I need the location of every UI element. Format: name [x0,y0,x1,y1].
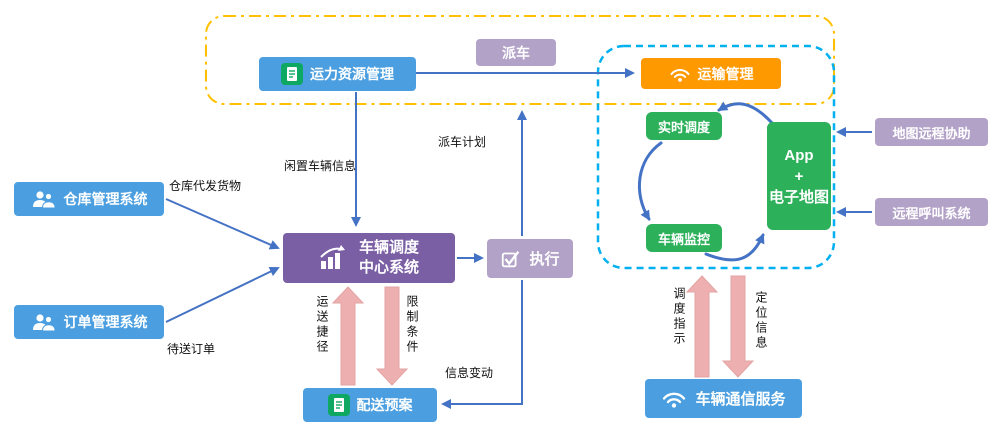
delivery-plan-label: 配送预案 [356,397,413,413]
dispatch-center-label: 车辆调度中心系统 [358,238,419,276]
arrow-info-change [441,280,523,409]
remote-call-system-label: 远程呼叫系统 [892,205,971,221]
node-remote-call-system: 远程呼叫系统 [875,198,988,226]
pink-arrow-dispatch-instruction-up [685,275,719,378]
node-map-remote-assist: 地图远程协助 [875,118,988,146]
node-dispatch-center: 车辆调度中心系统 [283,233,455,283]
transport-mgmt-label: 运输管理 [697,65,754,82]
map-remote-assist-label: 地图远程协助 [892,125,971,141]
arrow-order-to-center [165,266,280,323]
cycle-arrow-app-to-dispatch [717,101,774,125]
app-emap-label: App + 电子地图 [768,146,829,206]
edge-label-idle-vehicle-info: 闲置车辆信息 [284,159,357,173]
order-mgmt-label: 订单管理系统 [63,314,148,330]
node-dispatch-tag: 派车 [476,39,556,66]
edge-label-dispatch-plan: 派车计划 [438,135,487,149]
node-execute: 执行 [487,239,573,278]
pink-arrow-location-info-down [721,275,755,378]
node-app-emap: App + 电子地图 [767,122,831,230]
transport-zone-border [596,44,836,270]
node-vehicle-monitor: 车辆监控 [646,224,722,252]
arrow-warehouse-to-center [165,198,280,250]
checkbox-icon [500,248,522,270]
node-realtime-dispatch: 实时调度 [646,112,722,140]
pink-arrow-constraints-down [375,286,409,386]
vehicle-comm-service-label: 车辆通信服务 [695,391,786,408]
document-icon [281,63,303,85]
edge-label-info-change: 信息变动 [445,366,494,380]
realtime-dispatch-label: 实时调度 [657,119,710,135]
node-warehouse-mgmt: 仓库管理系统 [14,182,164,216]
cycle-arrow-dispatch-to-monitor [637,141,663,221]
people-icon [31,311,57,333]
document-icon [327,394,350,416]
bar-chart-icon [317,244,347,272]
capacity-mgmt-label: 运力资源管理 [310,66,394,82]
edge-label-dispatch-instruction: 调度指示 [672,287,686,347]
people-icon [31,188,57,210]
node-transport-mgmt: 运输管理 [641,58,781,89]
edge-label-location-info: 定位信息 [754,291,768,351]
node-delivery-plan: 配送预案 [303,388,437,422]
execute-label: 执行 [529,251,560,268]
edge-label-warehouse-consign: 仓库代发货物 [169,179,242,193]
pink-arrow-delivery-shortcut-up [331,286,365,386]
node-order-mgmt: 订单管理系统 [14,305,164,339]
edge-label-constraints: 限制条件 [405,295,419,355]
cycle-arrow-monitor-to-app [704,233,765,262]
node-capacity-mgmt: 运力资源管理 [259,57,416,91]
wifi-icon [661,388,687,409]
node-vehicle-comm-service: 车辆通信服务 [645,379,802,418]
warehouse-mgmt-label: 仓库管理系统 [63,191,148,207]
dispatch-tag-label: 派车 [502,44,530,61]
vehicle-monitor-label: 车辆监控 [657,231,710,247]
wifi-icon [669,65,691,83]
edge-label-delivery-shortcut: 运送捷径 [315,295,329,355]
edge-label-pending-orders: 待送订单 [167,342,216,356]
